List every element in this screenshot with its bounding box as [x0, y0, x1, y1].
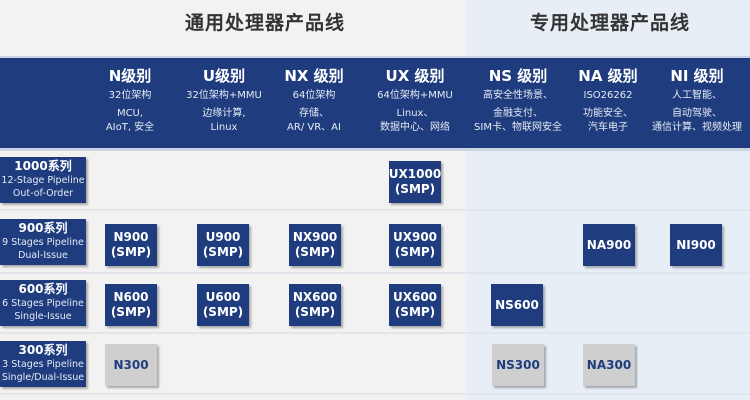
row-divider: [0, 272, 750, 274]
column-na: NA 级别 ISO26262 功能安全、汽车电子: [558, 66, 658, 135]
column-desc: 功能安全、汽车电子: [558, 107, 658, 135]
column-arch: 64位架构: [292, 90, 336, 101]
desc-line: 通信计算、视频处理: [652, 122, 742, 133]
column-desc: 自动驾驶、通信计算、视频处理: [647, 107, 747, 135]
desc-line: 存储、: [299, 108, 329, 119]
desc-line: Linux、: [396, 108, 434, 119]
desc-line: Linux: [210, 122, 238, 133]
product-ns600[interactable]: NS600: [491, 284, 543, 326]
row-label-900: 900系列 9 Stages Pipeline Dual-Issue: [0, 219, 86, 265]
column-name: U级别: [202, 67, 246, 85]
product-ux900[interactable]: UX900 (SMP): [389, 224, 441, 266]
row-issue: Single-Issue: [14, 311, 72, 322]
product-ni900[interactable]: NI900: [670, 224, 722, 266]
column-arch: 64位架构+MMU: [377, 90, 453, 101]
row-title: 600系列: [18, 282, 68, 296]
desc-line: 边缘计算,: [202, 108, 246, 119]
row-label-1000: 1000系列 12-Stage Pipeline Out-of-Order: [0, 157, 86, 203]
column-nx: NX 级别 64位架构 存储、 AR/ VR、AI: [264, 66, 364, 135]
desc-line: 数据中心、网络: [380, 122, 450, 133]
row-divider: [0, 209, 750, 211]
product-ns300[interactable]: NS300: [492, 344, 544, 386]
product-n300[interactable]: N300: [105, 344, 157, 386]
row-issue: Dual-Issue: [18, 250, 68, 261]
product-u900[interactable]: U900 (SMP): [197, 224, 249, 266]
row-pipeline: 9 Stages Pipeline: [2, 237, 84, 248]
row-pipeline: 6 Stages Pipeline: [2, 298, 84, 309]
column-desc: 存储、 AR/ VR、AI: [264, 107, 364, 135]
product-n900[interactable]: N900 (SMP): [105, 224, 157, 266]
column-desc: 边缘计算, Linux: [174, 107, 274, 135]
desc-line: 功能安全、: [583, 108, 633, 119]
product-nx900[interactable]: NX900 (SMP): [289, 224, 341, 266]
column-n: N级别 32位架构 MCU, AIoT, 安全: [80, 66, 180, 135]
desc-line: AIoT, 安全: [105, 122, 155, 133]
level-header: N级别 32位架构 MCU, AIoT, 安全 U级别 32位架构+MMU 边缘计…: [0, 56, 750, 151]
column-desc: MCU, AIoT, 安全: [80, 107, 180, 135]
column-name: NS 级别: [488, 67, 548, 85]
column-ux: UX 级别 64位架构+MMU Linux、数据中心、网络: [365, 66, 465, 135]
desc-line: MCU,: [116, 108, 144, 119]
column-arch: 32位架构+MMU: [186, 90, 262, 101]
desc-line: SIM卡、物联网安全: [474, 122, 562, 133]
column-arch: 人工智能、: [672, 90, 722, 101]
special-section-title: 专用处理器产品线: [529, 12, 690, 34]
row-pipeline: 3 Stages Pipeline: [2, 359, 84, 370]
row-title: 900系列: [18, 221, 68, 235]
desc-line: AR/ VR、AI: [287, 122, 341, 133]
column-ni: NI 级别 人工智能、 自动驾驶、通信计算、视频处理: [647, 66, 747, 135]
row-title: 300系列: [18, 343, 68, 357]
product-na900[interactable]: NA900: [583, 224, 635, 266]
product-u600[interactable]: U600 (SMP): [197, 284, 249, 326]
column-u: U级别 32位架构+MMU 边缘计算, Linux: [174, 66, 274, 135]
column-desc: Linux、数据中心、网络: [365, 107, 465, 135]
column-arch: ISO26262: [583, 90, 633, 101]
product-na300[interactable]: NA300: [583, 344, 635, 386]
row-divider: [0, 393, 750, 395]
row-title: 1000系列: [14, 159, 72, 173]
product-n600[interactable]: N600 (SMP): [105, 284, 157, 326]
row-divider: [0, 332, 750, 334]
row-pipeline: 12-Stage Pipeline: [1, 175, 85, 186]
column-arch: 32位架构: [108, 90, 152, 101]
column-name: NI 级别: [670, 67, 724, 85]
column-name: N级别: [108, 67, 152, 85]
row-issue: Single/Dual-Issue: [1, 372, 85, 383]
column-arch: 高安全性场景、: [483, 90, 553, 101]
general-section-title: 通用处理器产品线: [184, 12, 345, 34]
row-issue: Out-of-Order: [12, 188, 74, 199]
column-name: UX 级别: [385, 67, 445, 85]
row-label-300: 300系列 3 Stages Pipeline Single/Dual-Issu…: [0, 341, 86, 387]
column-desc: 金融支付、 SIM卡、物联网安全: [468, 107, 568, 135]
desc-line: 自动驾驶、: [672, 108, 722, 119]
column-ns: NS 级别 高安全性场景、 金融支付、 SIM卡、物联网安全: [468, 66, 568, 135]
product-ux600[interactable]: UX600 (SMP): [389, 284, 441, 326]
product-nx600[interactable]: NX600 (SMP): [289, 284, 341, 326]
row-label-600: 600系列 6 Stages Pipeline Single-Issue: [0, 280, 86, 326]
column-name: NX 级别: [284, 67, 344, 85]
desc-line: 金融支付、: [493, 108, 543, 119]
column-name: NA 级别: [578, 67, 638, 85]
product-ux1000[interactable]: UX1000 (SMP): [389, 161, 441, 203]
desc-line: 汽车电子: [588, 122, 628, 133]
